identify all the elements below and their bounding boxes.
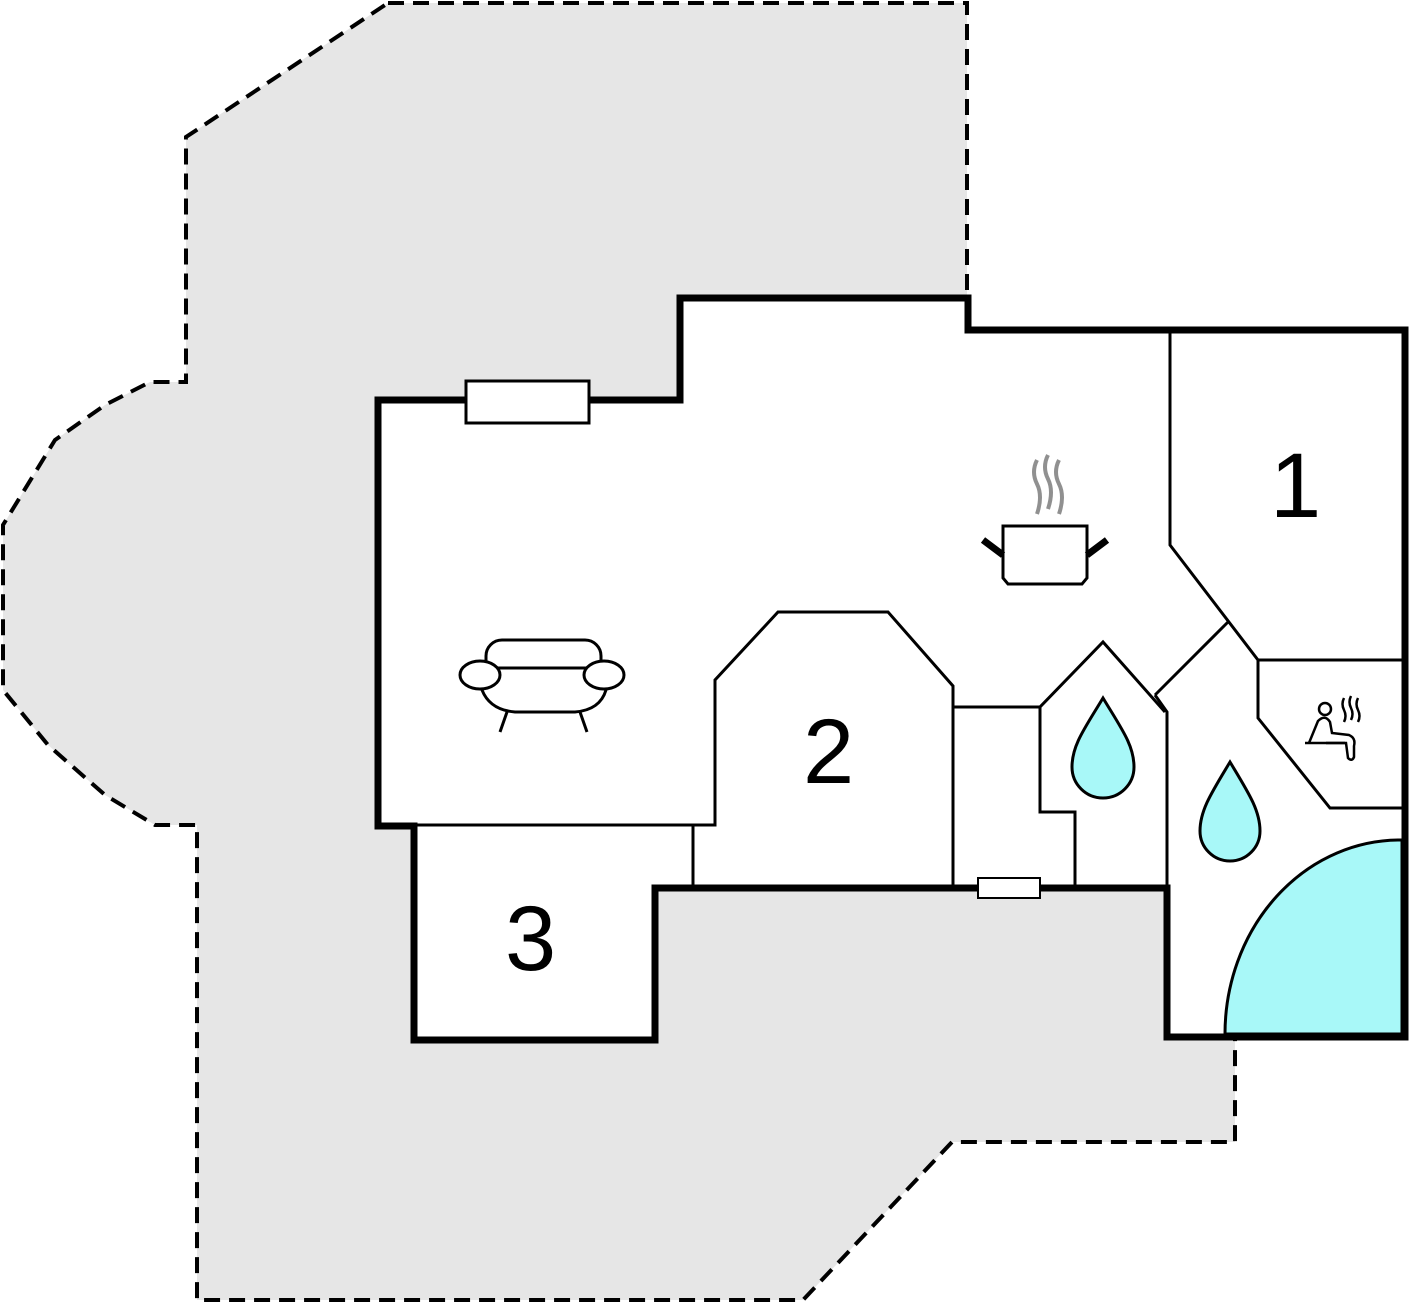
building-outline (374, 294, 1409, 1044)
water-drop-icon (1070, 695, 1136, 800)
room-label-1: 1 (1270, 435, 1321, 537)
water-drop-icon (1198, 759, 1262, 863)
hot-tub (1223, 838, 1404, 1036)
room-label-2: 2 (803, 701, 854, 803)
cooking-pot-icon (980, 454, 1110, 586)
sofa-icon (458, 638, 626, 733)
window (977, 877, 1041, 899)
window (464, 379, 591, 425)
sauna-icon (1305, 695, 1361, 761)
room-label-3: 3 (505, 888, 556, 990)
interior-walls (417, 333, 1402, 888)
